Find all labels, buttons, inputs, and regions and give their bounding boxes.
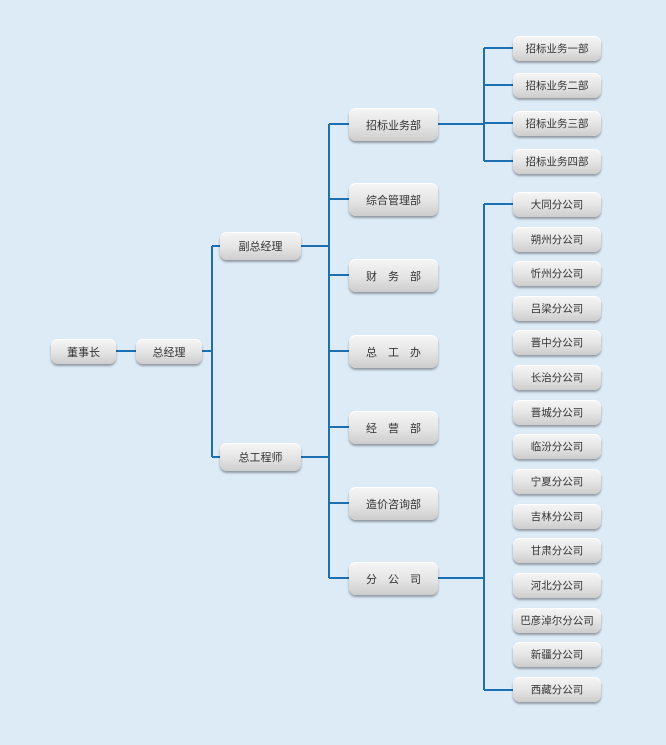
bidding-sub-department-node-1: 招标业务一部 (513, 36, 601, 61)
branch-office-node-hebei: 河北分公司 (513, 573, 601, 598)
department-node-bidding: 招标业务部 (349, 108, 438, 141)
branch-office-node-bayannur: 巴彦淖尔分公司 (513, 608, 601, 633)
branch-office-node-ningxia: 宁夏分公司 (513, 469, 601, 494)
branch-office-node-lvliang: 吕梁分公司 (513, 296, 601, 321)
branch-office-node-jinzhong: 晋中分公司 (513, 330, 601, 355)
branch-office-node-jilin: 吉林分公司 (513, 504, 601, 529)
branch-office-node-xinzhou: 忻州分公司 (513, 261, 601, 286)
vice-general-manager-node: 副总经理 (220, 232, 301, 260)
department-node-operations: 经 营 部 (349, 411, 438, 444)
branch-office-node-datong: 大同分公司 (513, 192, 601, 217)
department-node-chief-engineer-office: 总 工 办 (349, 335, 438, 368)
bidding-sub-department-node-2: 招标业务二部 (513, 73, 601, 98)
general-manager-node: 总经理 (136, 339, 202, 364)
department-node-cost-consulting: 造价咨询部 (349, 487, 438, 520)
branch-office-node-jincheng: 晋城分公司 (513, 400, 601, 425)
department-node-finance: 财 务 部 (349, 259, 438, 292)
bidding-sub-department-node-3: 招标业务三部 (513, 111, 601, 136)
branch-office-node-changzhi: 长治分公司 (513, 365, 601, 390)
department-node-general-management: 综合管理部 (349, 183, 438, 216)
branch-office-node-shuozhou: 朔州分公司 (513, 227, 601, 252)
bidding-sub-department-node-4: 招标业务四部 (513, 149, 601, 174)
branch-office-node-linfen: 临汾分公司 (513, 434, 601, 459)
branch-office-node-tibet: 西藏分公司 (513, 677, 601, 702)
chairman-node: 董事长 (51, 339, 116, 364)
branch-office-node-gansu: 甘肃分公司 (513, 538, 601, 563)
chief-engineer-node: 总工程师 (220, 443, 301, 471)
branch-office-node-xinjiang: 新疆分公司 (513, 642, 601, 667)
department-node-branches: 分 公 司 (349, 562, 438, 595)
